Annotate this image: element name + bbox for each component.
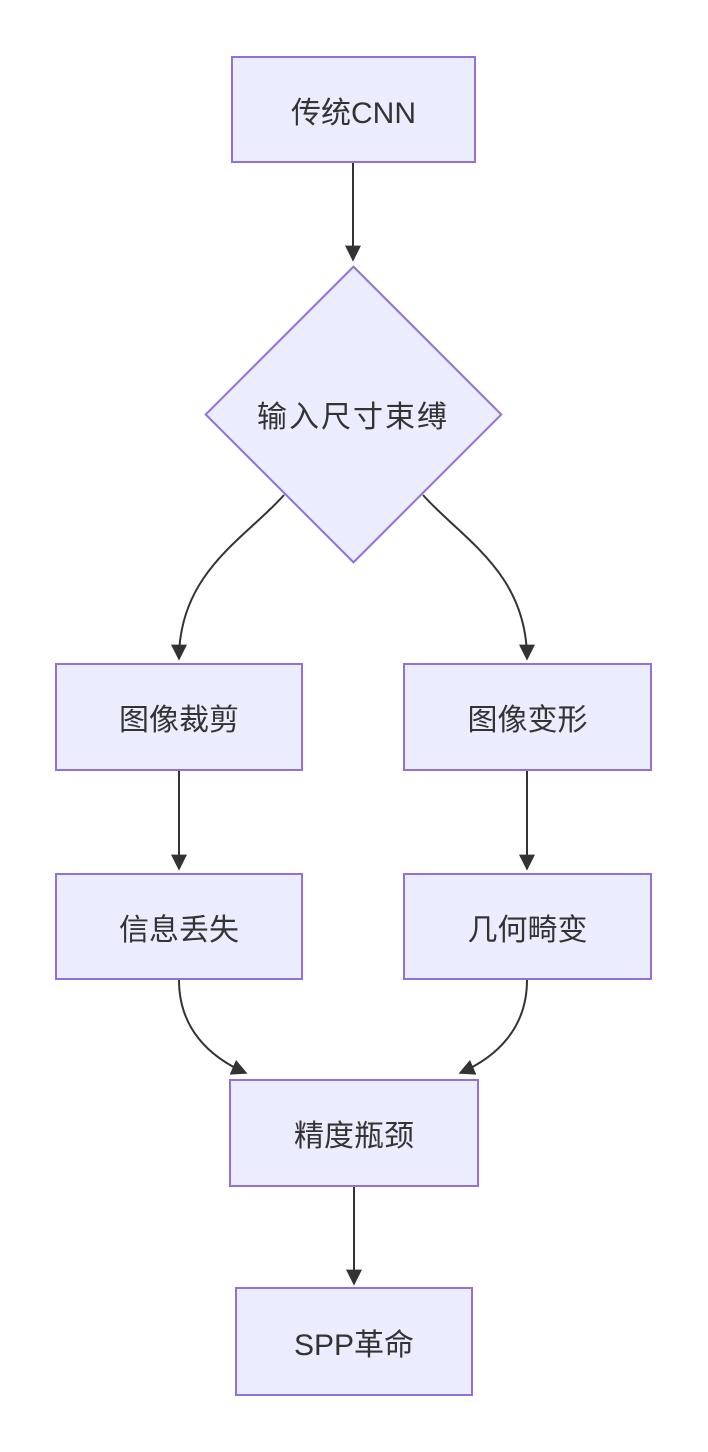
node-image-crop-label: 图像裁剪 [119,704,239,737]
node-information-loss-label: 信息丢失 [119,913,239,947]
node-spp-revolution: SPP革命 [235,1287,473,1396]
edge-constraint-to-crop [171,494,285,661]
node-spp-revolution-label: SPP革命 [293,1328,415,1362]
node-geometric-distortion-label: 几何畸变 [467,913,588,947]
node-input-size-constraint-label: 输入尺寸束缚 [257,401,449,434]
edge-loss-to-bottleneck [178,979,248,1075]
node-image-warp: 图像变形 [403,663,652,771]
node-information-loss: 信息丢失 [55,873,303,980]
node-traditional-cnn-label: 传统CNN [291,96,416,130]
edge-distort-to-bottleneck [458,979,528,1075]
node-geometric-distortion: 几何畸变 [403,873,652,980]
node-image-crop: 图像裁剪 [55,663,303,771]
node-accuracy-bottleneck-label: 精度瓶颈 [294,1120,414,1153]
node-traditional-cnn: 传统CNN [231,56,476,163]
edge-constraint-to-warp [422,494,535,661]
node-accuracy-bottleneck: 精度瓶颈 [229,1079,479,1187]
node-image-warp-label: 图像变形 [467,704,588,737]
